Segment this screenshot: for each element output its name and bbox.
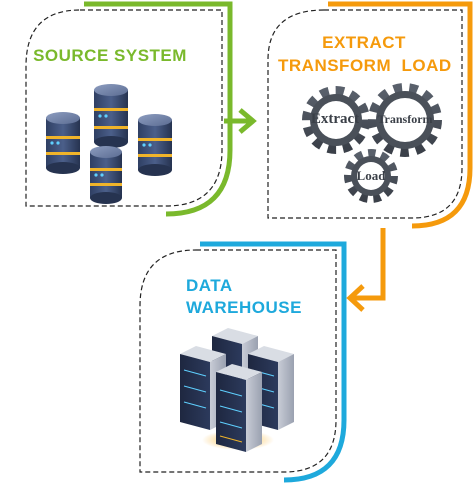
etl-accent-border <box>328 1 473 229</box>
load-gear-icon <box>344 149 398 203</box>
extract-gear-icon <box>302 86 370 154</box>
database-cylinder <box>90 146 122 204</box>
etl-title-line2: TRANSFORM LOAD <box>278 56 452 75</box>
etl-dashed-outline <box>267 9 463 219</box>
server-racks-icon <box>180 328 294 452</box>
database-cylinders-icon <box>46 84 172 204</box>
load-gear-label: Load <box>356 168 386 183</box>
server-rack <box>216 364 262 452</box>
transform-gear-label: Transform <box>377 112 433 126</box>
database-cylinder <box>46 112 80 174</box>
extract-gear-label: Extract <box>310 111 360 127</box>
etl-panel <box>266 1 473 229</box>
database-cylinder <box>94 84 128 148</box>
etl-title-line1: EXTRACT <box>322 33 406 52</box>
warehouse-title-line2: WAREHOUSE <box>186 298 302 317</box>
source-dashed-outline <box>25 9 223 207</box>
source-system-title: SOURCE SYSTEM <box>33 46 187 65</box>
arrow-etl-to-warehouse <box>346 228 386 312</box>
database-cylinder <box>138 114 172 176</box>
arrow-source-to-etl <box>224 108 257 134</box>
source-accent-border <box>84 1 233 217</box>
warehouse-accent-border <box>200 241 347 483</box>
warehouse-title-line1: DATA <box>186 276 233 295</box>
transform-gear-icon <box>368 83 442 157</box>
etl-card <box>266 8 464 220</box>
warehouse-dashed-outline <box>139 249 337 473</box>
